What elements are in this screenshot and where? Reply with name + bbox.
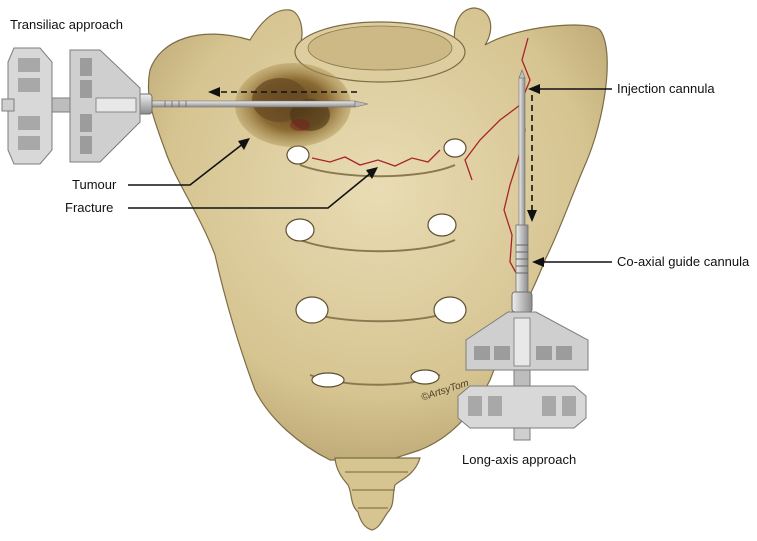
foramen-1-left (286, 145, 310, 165)
label-fracture: Fracture (65, 200, 114, 215)
transiliac-device (1, 47, 369, 165)
label-transiliac-approach: Transiliac approach (10, 17, 123, 32)
foramen-4-left (311, 372, 345, 388)
foramen-3-right (433, 296, 467, 324)
leader-fracture (128, 171, 373, 209)
leader-tumour (128, 142, 245, 186)
fracture-lines (311, 37, 531, 281)
foramen-2-left (285, 218, 315, 242)
transiliac-direction-arrow (208, 87, 357, 97)
foramen-3-left (295, 296, 329, 324)
label-coaxial-guide-cannula: Co-axial guide cannula (617, 254, 750, 269)
label-long-axis-approach: Long-axis approach (462, 452, 577, 467)
foramen-1-right (443, 138, 467, 158)
foramen-2-right (427, 213, 457, 237)
foramen-4-right (410, 369, 440, 385)
label-injection-cannula: Injection cannula (617, 81, 715, 96)
label-tumour: Tumour (72, 177, 117, 192)
leader-lines (128, 84, 612, 267)
longaxis-device (457, 69, 589, 441)
longaxis-direction-arrow (527, 95, 537, 222)
coccyx (334, 457, 421, 531)
